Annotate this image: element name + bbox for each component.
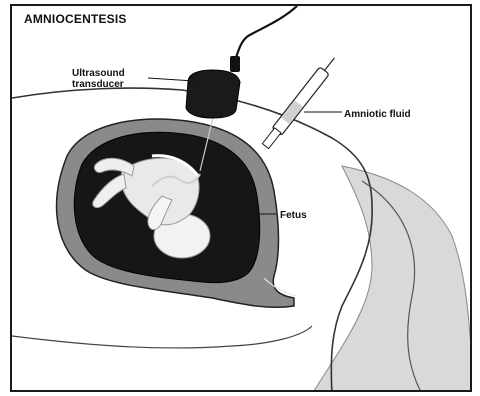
- label-amniotic-fluid: Amniotic fluid: [344, 109, 411, 120]
- label-transducer-line2: transducer: [72, 79, 125, 90]
- leader-transducer: [148, 78, 194, 81]
- amniocentesis-illustration: [12, 6, 472, 392]
- label-ultrasound-transducer: Ultrasound transducer: [72, 68, 125, 90]
- label-transducer-line1: Ultrasound: [72, 68, 125, 79]
- label-fetus: Fetus: [280, 210, 307, 221]
- body-shadow: [312, 166, 472, 392]
- transducer-probe: [186, 56, 240, 118]
- diagram-frame: AMNIOCENTESIS Ultrasound transducer Amni…: [10, 4, 472, 392]
- diagram-title: AMNIOCENTESIS: [24, 12, 127, 26]
- transducer-cable: [234, 6, 297, 64]
- lower-contour: [12, 326, 312, 348]
